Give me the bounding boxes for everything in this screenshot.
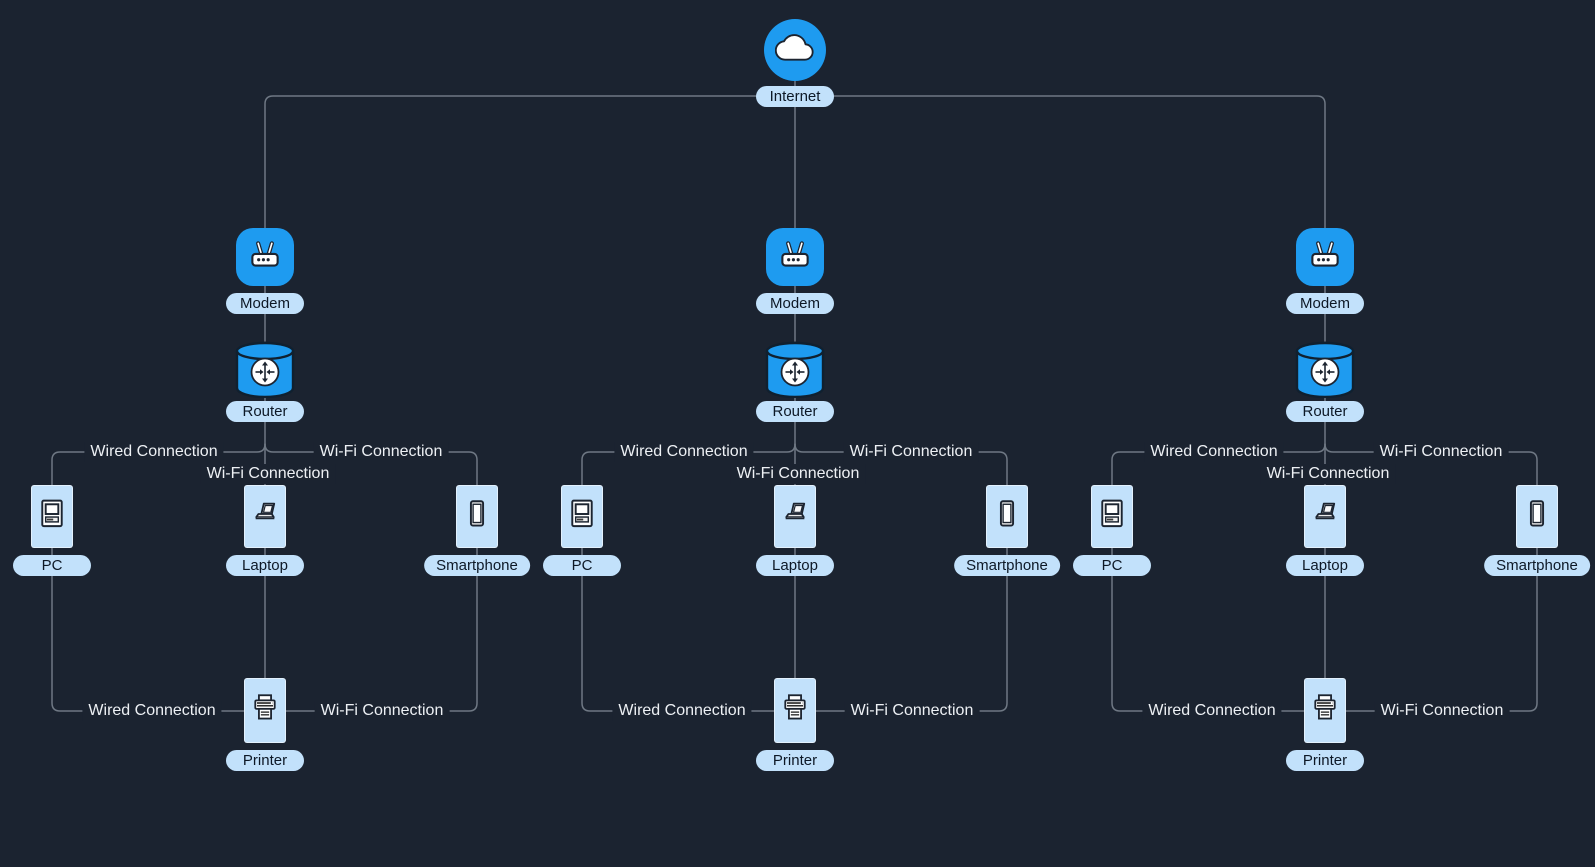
modem-node[interactable] [236,228,294,286]
internet-node[interactable] [764,19,826,81]
pc-node[interactable] [1091,485,1133,548]
edge-label-router-laptop: Wi-Fi Connection [730,464,866,484]
laptop-label: Laptop [756,555,834,576]
smartphone-label: Smartphone [1484,555,1590,576]
smartphone-label: Smartphone [424,555,530,576]
router-node[interactable] [233,340,297,399]
pc-node[interactable] [31,485,73,548]
modem-icon [775,237,815,278]
laptop-node[interactable] [1304,485,1346,548]
laptop-node[interactable] [774,485,816,548]
desktop-computer-icon [35,497,69,536]
edge-label-router-pc: Wired Connection [84,442,224,462]
smartphone-node[interactable] [456,485,498,548]
smartphone-icon [990,497,1024,536]
router-label: Router [756,401,834,422]
smartphone-icon [1520,497,1554,536]
desktop-computer-icon [565,497,599,536]
router-arrows-icon [1293,341,1357,402]
desktop-computer-icon [1095,497,1129,536]
modem-node[interactable] [766,228,824,286]
modem-label: Modem [1286,293,1364,314]
printer-icon [778,691,812,730]
edge-label-router-smartphone: Wi-Fi Connection [1373,442,1509,462]
modem-icon [245,237,285,278]
router-label: Router [1286,401,1364,422]
internet-label: Internet [756,86,834,107]
printer-label: Printer [226,750,304,771]
edge-label-router-smartphone: Wi-Fi Connection [843,442,979,462]
laptop-label: Laptop [226,555,304,576]
smartphone-label: Smartphone [954,555,1060,576]
edge-label-router-pc: Wired Connection [1144,442,1284,462]
modem-label: Modem [756,293,834,314]
edge-label-smartphone-printer: Wi-Fi Connection [314,701,450,721]
pc-label: PC [543,555,621,576]
laptop-node[interactable] [244,485,286,548]
printer-node[interactable] [774,678,816,743]
edge-label-pc-printer: Wired Connection [612,701,752,721]
smartphone-node[interactable] [986,485,1028,548]
printer-label: Printer [756,750,834,771]
printer-icon [248,691,282,730]
laptop-icon [778,497,812,536]
edge-label-router-pc: Wired Connection [614,442,754,462]
edge-label-smartphone-printer: Wi-Fi Connection [1374,701,1510,721]
router-arrows-icon [763,341,827,402]
modem-node[interactable] [1296,228,1354,286]
smartphone-node[interactable] [1516,485,1558,548]
edge-label-router-laptop: Wi-Fi Connection [1260,464,1396,484]
laptop-icon [248,497,282,536]
modem-label: Modem [226,293,304,314]
router-node[interactable] [763,340,827,399]
router-node[interactable] [1293,340,1357,399]
router-arrows-icon [233,341,297,402]
edge-label-pc-printer: Wired Connection [1142,701,1282,721]
edge-label-pc-printer: Wired Connection [82,701,222,721]
printer-label: Printer [1286,750,1364,771]
edge-label-smartphone-printer: Wi-Fi Connection [844,701,980,721]
printer-icon [1308,691,1342,730]
printer-node[interactable] [1304,678,1346,743]
pc-node[interactable] [561,485,603,548]
modem-icon [1305,237,1345,278]
laptop-icon [1308,497,1342,536]
edge-label-router-laptop: Wi-Fi Connection [200,464,336,484]
router-label: Router [226,401,304,422]
printer-node[interactable] [244,678,286,743]
laptop-label: Laptop [1286,555,1364,576]
cloud-icon [774,32,815,69]
edge-label-router-smartphone: Wi-Fi Connection [313,442,449,462]
pc-label: PC [1073,555,1151,576]
smartphone-icon [460,497,494,536]
pc-label: PC [13,555,91,576]
